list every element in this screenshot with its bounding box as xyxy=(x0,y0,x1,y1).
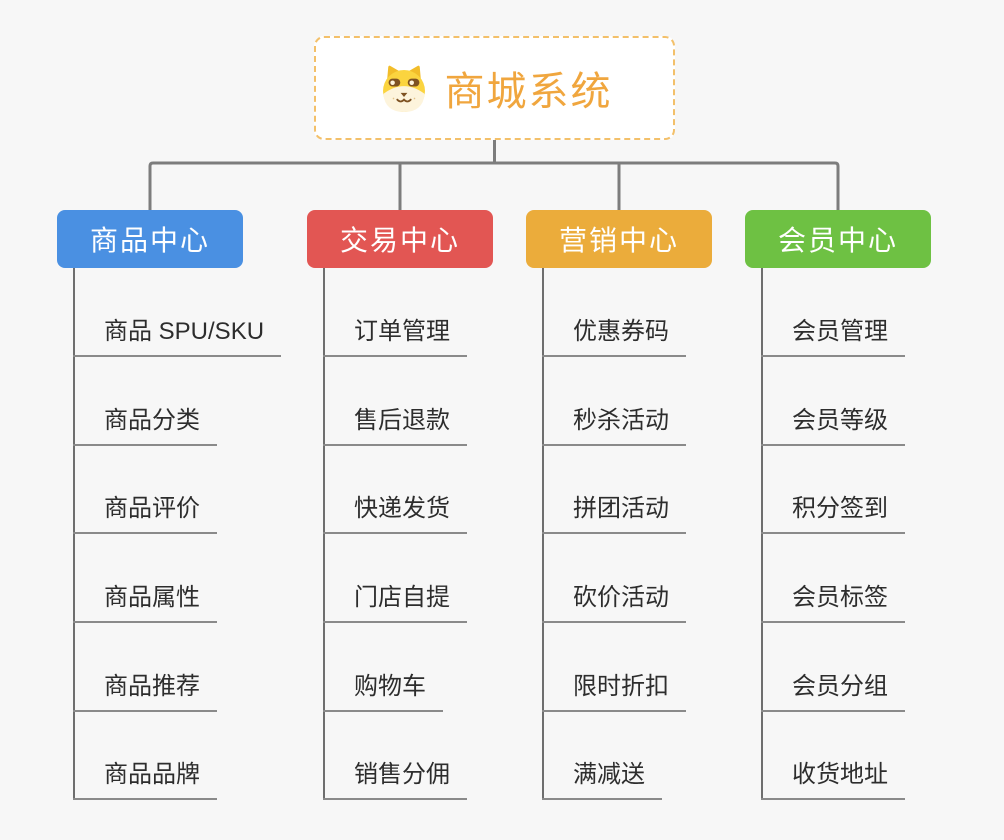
child-topic[interactable]: 会员等级 xyxy=(761,405,905,446)
branch-column-marketing: 营销中心 优惠券码 秒杀活动 拼团活动 砍价活动 限时折扣 满减送 xyxy=(526,210,776,810)
child-topic[interactable]: 购物车 xyxy=(323,671,443,712)
branch-header-trade[interactable]: 交易中心 xyxy=(307,210,493,268)
child-topic[interactable]: 订单管理 xyxy=(323,316,467,357)
branch-child-connector-line xyxy=(73,268,75,800)
child-topic[interactable]: 商品 SPU/SKU xyxy=(73,316,282,357)
child-topic[interactable]: 拼团活动 xyxy=(542,493,686,534)
child-topic[interactable]: 积分签到 xyxy=(761,493,905,534)
child-topic[interactable]: 收货地址 xyxy=(761,759,905,800)
child-topic[interactable]: 商品品牌 xyxy=(73,759,217,800)
branch-header-product[interactable]: 商品中心 xyxy=(57,210,243,268)
child-topic[interactable]: 优惠券码 xyxy=(542,316,686,357)
child-topic[interactable]: 秒杀活动 xyxy=(542,405,686,446)
child-topic[interactable]: 会员分组 xyxy=(761,671,905,712)
child-topic[interactable]: 门店自提 xyxy=(323,582,467,623)
branch-column-trade: 交易中心 订单管理 售后退款 快递发货 门店自提 购物车 销售分佣 xyxy=(307,210,557,810)
child-topic[interactable]: 商品属性 xyxy=(73,582,217,623)
root-title: 商城系统 xyxy=(444,70,613,114)
branch-child-connector-line xyxy=(761,268,763,800)
child-topic[interactable]: 满减送 xyxy=(542,759,662,800)
branch-header-member[interactable]: 会员中心 xyxy=(745,210,931,268)
child-topic[interactable]: 快递发货 xyxy=(323,493,467,534)
root-node[interactable]: 商城系统 xyxy=(314,36,675,140)
branch-column-member: 会员中心 会员管理 会员等级 积分签到 会员标签 会员分组 收货地址 xyxy=(745,210,995,810)
branch-child-connector-line xyxy=(323,268,325,800)
branch-child-connector-line xyxy=(542,268,544,800)
child-topic[interactable]: 商品评价 xyxy=(73,493,217,534)
child-topic[interactable]: 会员标签 xyxy=(761,582,905,623)
child-topic[interactable]: 商品推荐 xyxy=(73,671,217,712)
dog-face-icon xyxy=(377,63,431,113)
child-topic[interactable]: 商品分类 xyxy=(73,405,217,446)
child-topic[interactable]: 限时折扣 xyxy=(542,671,686,712)
child-topic[interactable]: 砍价活动 xyxy=(542,582,686,623)
branch-header-marketing[interactable]: 营销中心 xyxy=(526,210,712,268)
child-topic[interactable]: 售后退款 xyxy=(323,405,467,446)
branch-column-product: 商品中心 商品 SPU/SKU 商品分类 商品评价 商品属性 商品推荐 商品品牌 xyxy=(57,210,307,810)
child-topic[interactable]: 会员管理 xyxy=(761,316,905,357)
child-topic[interactable]: 销售分佣 xyxy=(323,759,467,800)
branch-spine-line xyxy=(148,161,840,210)
